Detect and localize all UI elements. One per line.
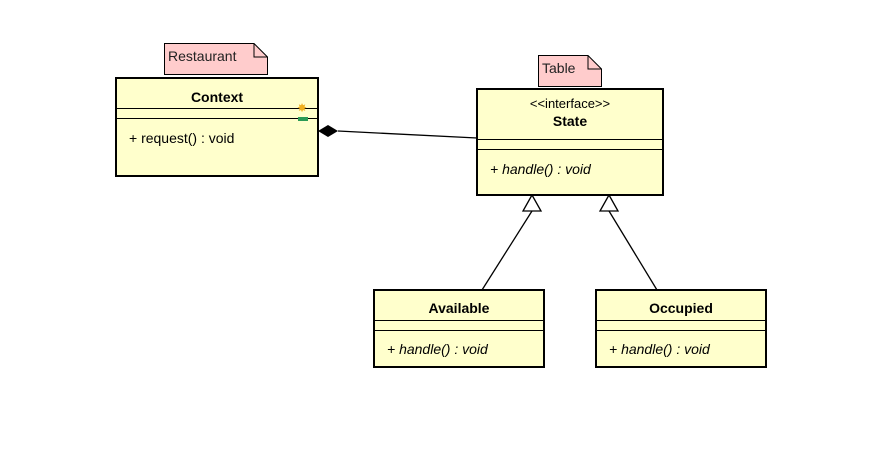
class-state-attributes — [478, 140, 662, 150]
operation-handle: + handle() : void — [490, 161, 591, 177]
class-occupied[interactable]: Occupied + handle() : void — [595, 289, 767, 368]
class-occupied-attributes — [597, 321, 765, 331]
composition-line[interactable] — [337, 130, 478, 139]
class-state-name: State — [552, 113, 588, 129]
note-shape-icon — [538, 55, 602, 87]
class-available[interactable]: Available + handle() : void — [373, 289, 545, 368]
class-available-attributes — [375, 321, 543, 331]
green-marker-icon — [298, 117, 308, 121]
operation-handle: + handle() : void — [387, 341, 488, 357]
generalization-arrowhead-occupied — [598, 193, 620, 212]
composition-diamond — [318, 125, 338, 137]
class-available-header: Available — [375, 291, 543, 321]
generalization-line-available[interactable] — [481, 210, 533, 291]
generalization-arrowhead-available — [521, 193, 543, 212]
note-table-label: Table — [542, 60, 576, 76]
class-state[interactable]: <<interface>> State + handle() : void — [476, 88, 664, 196]
class-context-operations: + request() : void — [117, 119, 317, 147]
class-occupied-name: Occupied — [649, 300, 713, 316]
operation-handle: + handle() : void — [609, 341, 710, 357]
class-context-header: Context — [117, 79, 317, 109]
class-context-attributes — [117, 109, 317, 119]
note-table[interactable]: Table — [538, 55, 602, 87]
note-shape-icon — [164, 43, 268, 75]
class-available-operations: + handle() : void — [375, 331, 543, 358]
class-context[interactable]: Context + request() : void ✸ — [115, 77, 319, 177]
note-restaurant[interactable]: Restaurant — [164, 43, 268, 75]
class-occupied-operations: + handle() : void — [597, 331, 765, 358]
class-context-name: Context — [190, 89, 244, 105]
class-available-name: Available — [428, 300, 490, 316]
star-icon: ✸ — [297, 101, 308, 115]
class-state-header: <<interface>> State — [478, 90, 662, 140]
class-occupied-header: Occupied — [597, 291, 765, 321]
generalization-line-occupied[interactable] — [608, 210, 658, 291]
note-restaurant-label: Restaurant — [168, 48, 237, 64]
class-state-stereotype: <<interface>> — [529, 96, 611, 111]
class-state-operations: + handle() : void — [478, 150, 662, 178]
operation-request: + request() : void — [129, 130, 235, 146]
